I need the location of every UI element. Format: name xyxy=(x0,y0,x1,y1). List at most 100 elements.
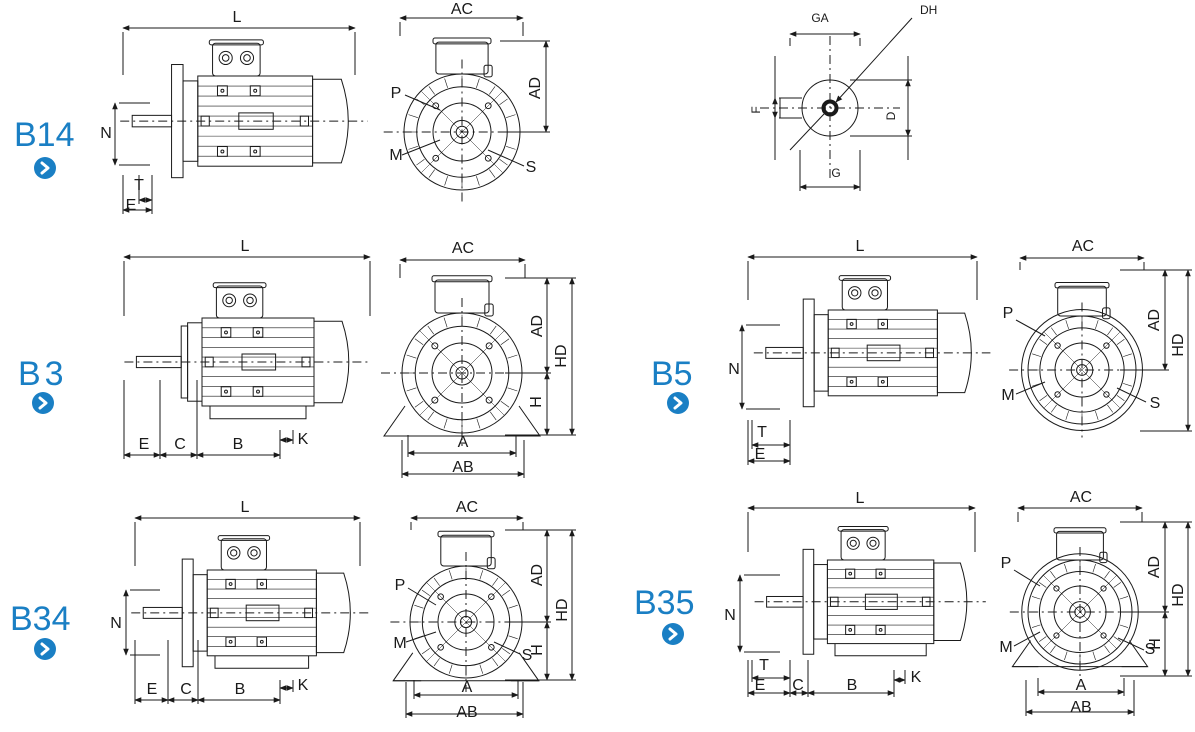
dimension-label: N xyxy=(728,361,740,378)
dimension-label: A xyxy=(1076,677,1087,694)
drawing-line xyxy=(489,86,496,95)
drawing-line xyxy=(428,169,435,178)
dimension-label: K xyxy=(298,431,309,448)
drawing-rect xyxy=(249,146,261,157)
drawing-line xyxy=(1065,410,1069,420)
drawing-rect xyxy=(877,318,888,330)
drawing-rect xyxy=(208,39,264,46)
dimension-label: AC xyxy=(451,1,473,18)
drawing-line xyxy=(1050,327,1057,336)
drawing-path xyxy=(933,562,968,642)
drawing-path xyxy=(392,652,422,682)
drawing-line xyxy=(406,387,417,392)
drawing-line xyxy=(405,631,437,643)
dimension-label: L xyxy=(241,499,250,516)
drawing-line xyxy=(427,411,435,421)
drawing-circle xyxy=(851,289,859,297)
drawing-circle xyxy=(1100,585,1107,592)
drawing-line xyxy=(508,604,518,609)
drawing-line xyxy=(443,317,448,328)
dimension-label: HD xyxy=(1170,333,1187,356)
drawing-line xyxy=(479,570,484,580)
dimension-label: HD xyxy=(554,598,571,621)
dimension-label: T xyxy=(134,177,144,194)
mount-label-b35: B35 xyxy=(634,584,695,622)
mount-label-b34: B34 xyxy=(10,600,71,638)
drawing-line xyxy=(499,159,508,166)
dimension-label: A xyxy=(462,679,473,696)
drawing-circle xyxy=(484,154,492,162)
drawing-circle xyxy=(1103,342,1110,349)
dimension-label: GA xyxy=(811,11,828,25)
drawing-circle xyxy=(431,342,439,350)
drawing-circle xyxy=(220,149,225,154)
drawing-line xyxy=(448,664,453,674)
dimension-label: P xyxy=(395,577,406,594)
chevron-right-circle-icon[interactable] xyxy=(662,623,684,645)
drawing-line xyxy=(1107,404,1114,413)
drawing-line xyxy=(476,418,481,429)
drawing-circle xyxy=(488,644,495,651)
drawing-rect xyxy=(217,535,271,541)
drawing-line xyxy=(1065,320,1069,330)
dimension-label: M xyxy=(393,635,406,652)
drawing-circle xyxy=(221,54,230,62)
drawing-line xyxy=(493,641,521,655)
drawing-rect xyxy=(875,568,886,579)
drawing-circle xyxy=(256,389,260,394)
drawing-circle xyxy=(259,582,264,586)
dimension-label: AB xyxy=(452,459,473,476)
chevron-right-circle-icon[interactable] xyxy=(34,157,56,179)
drawing-path xyxy=(209,406,307,420)
dimension-label: T xyxy=(757,424,767,441)
dimension-label: E xyxy=(126,197,137,214)
drawing-line xyxy=(789,113,825,151)
drawing-rect xyxy=(220,386,232,397)
drawing-circle xyxy=(243,293,257,308)
drawing-line xyxy=(444,176,448,186)
drawing-circle xyxy=(488,593,495,600)
drawing-line xyxy=(1095,410,1099,420)
drawing-line xyxy=(1031,596,1041,600)
dimension-label: DH xyxy=(920,3,937,17)
chevron-right-circle-icon[interactable] xyxy=(34,638,56,660)
drawing-circle xyxy=(247,546,261,560)
mount-label-b14: B14 xyxy=(14,116,75,154)
drawing-rect xyxy=(299,115,309,127)
dimension-label: N xyxy=(100,125,112,142)
drawing-rect xyxy=(220,327,232,338)
drawing-circle xyxy=(1100,632,1107,639)
drawing-line xyxy=(408,114,418,118)
drawing-circle xyxy=(846,536,860,550)
drawing-line xyxy=(444,78,448,88)
drawing-circle xyxy=(1053,632,1060,639)
drawing-line xyxy=(492,577,499,586)
drawing-line xyxy=(506,114,516,118)
drawing-line xyxy=(1117,637,1145,651)
dimension-label: H xyxy=(1147,638,1164,650)
dimension-label: AC xyxy=(456,499,478,516)
chevron-right-circle-icon[interactable] xyxy=(32,392,54,414)
drawing-circle xyxy=(848,628,853,632)
drawing-line xyxy=(1092,651,1096,661)
drawing-circle xyxy=(239,50,255,66)
drawing-line xyxy=(500,338,510,346)
drawing-line xyxy=(1119,596,1129,600)
dimension-label: S xyxy=(1145,641,1156,658)
drawing-rect xyxy=(765,346,804,359)
drawing-circle xyxy=(866,536,880,550)
dimension-label: E xyxy=(147,681,158,698)
drawing-circle xyxy=(485,342,493,350)
drawing-line xyxy=(476,176,480,186)
dimension-label: B xyxy=(235,681,246,698)
dimension-label: AD xyxy=(1146,556,1163,578)
drawing-circle xyxy=(256,330,260,335)
dimension-label: AB xyxy=(456,704,477,721)
drawing-circle xyxy=(1054,391,1061,398)
drawing-rect xyxy=(766,595,804,608)
drawing-line xyxy=(414,604,424,609)
drawing-circle xyxy=(871,289,879,297)
drawing-rect xyxy=(249,85,261,97)
drawing-rect xyxy=(846,376,857,387)
chevron-right-circle-icon[interactable] xyxy=(667,392,689,414)
